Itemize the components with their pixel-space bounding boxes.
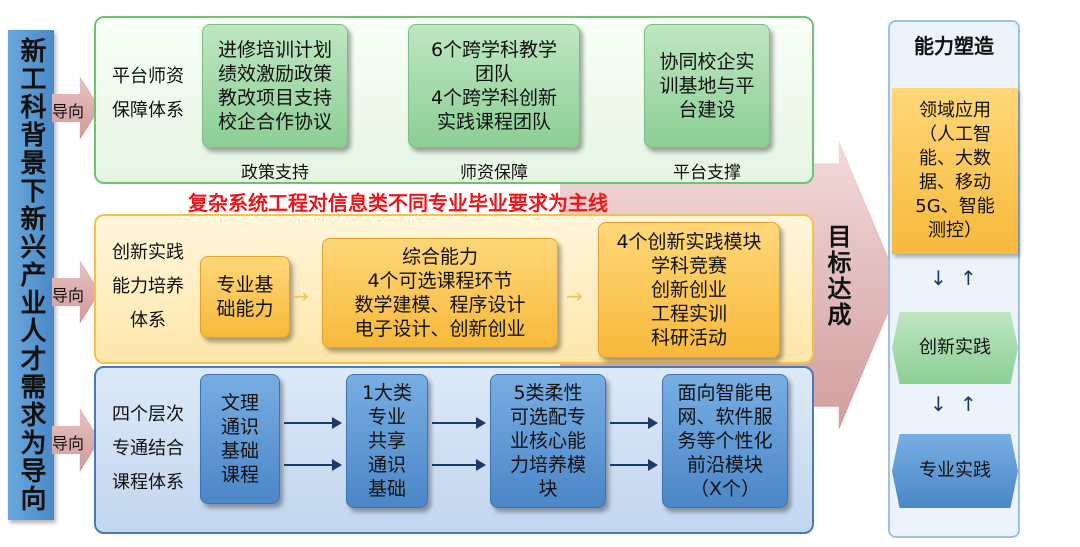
left-theme-text: 新工科背景下新兴产业人才需求为导向 [16, 37, 46, 513]
mainline-title: 复杂系统工程对信息类不同专业毕业要求为主线 [188, 191, 608, 215]
platform-caption-faculty: 师资保障 [460, 163, 528, 183]
curriculum-arrow-3a [610, 417, 658, 429]
ability-professional-practice: 专业实践 [892, 434, 1018, 508]
platform-caption-base: 平台支撑 [673, 163, 741, 183]
curriculum-card-general: 文理 通识 基础 课程 [200, 374, 280, 504]
guide-label-curriculum: 导向 [52, 434, 85, 453]
curriculum-arrow-2b [432, 459, 486, 471]
platform-label: 平台师资 保障体系 [112, 66, 184, 121]
curriculum-arrow-1b [284, 459, 342, 471]
curriculum-card-shared: 1大类 专业 共享 通识 基础 [346, 374, 428, 508]
curriculum-arrow-2a [432, 417, 486, 429]
curriculum-arrow-3b [610, 459, 658, 471]
ability-arrow-down-2: ↓ [930, 392, 947, 416]
ability-arrow-up-1: ↑ [960, 266, 977, 290]
curriculum-label: 四个层次 专通结合 课程体系 [112, 404, 184, 493]
curriculum-arrow-1a [284, 417, 342, 429]
platform-caption-policy: 政策支持 [241, 163, 309, 183]
innovation-card-basic: 专业基 础能力 [200, 256, 290, 338]
curriculum-card-frontier: 面向智能电 网、软件服 务等个性化 前沿模块 （X个） [662, 374, 788, 508]
platform-card-base: 协同校企实 训基地与平 台建设 [644, 24, 770, 148]
innovation-card-comprehensive: 综合能力 4个可选课程环节 数学建模、程序设计 电子设计、创新创业 [322, 238, 558, 348]
left-theme-bar: 新工科背景下新兴产业人才需求为导向 [8, 30, 54, 520]
ability-domain-application: 领域应用 （人工智 能、大数 据、移动 5G、智能 测控） [892, 88, 1018, 254]
ability-innovation-practice: 创新实践 [892, 312, 1018, 384]
innovation-label: 创新实践 能力培养 体系 [112, 242, 184, 331]
innovation-card-modules: 4个创新实践模块 学科竞赛 创新创业 工程实训 科研活动 [598, 222, 780, 358]
ability-arrow-up-2: ↑ [960, 392, 977, 416]
platform-card-policy: 进修培训计划 绩效激励政策 教改项目支持 校企合作协议 [202, 24, 348, 148]
innovation-arrow-1: → [292, 284, 309, 308]
ability-panel-title: 能力塑造 [914, 34, 994, 58]
ability-arrow-down-1: ↓ [930, 266, 947, 290]
guide-label-innovation: 导向 [52, 286, 85, 305]
guide-label-platform: 导向 [52, 102, 85, 121]
innovation-arrow-2: → [566, 284, 583, 308]
platform-card-faculty: 6个跨学科教学 团队 4个跨学科创新 实践课程团队 [408, 24, 580, 148]
curriculum-card-core: 5类柔性 可选配专 业核心能 力培养模 块 [490, 374, 606, 508]
goal-text: 目标达成 [823, 224, 851, 328]
